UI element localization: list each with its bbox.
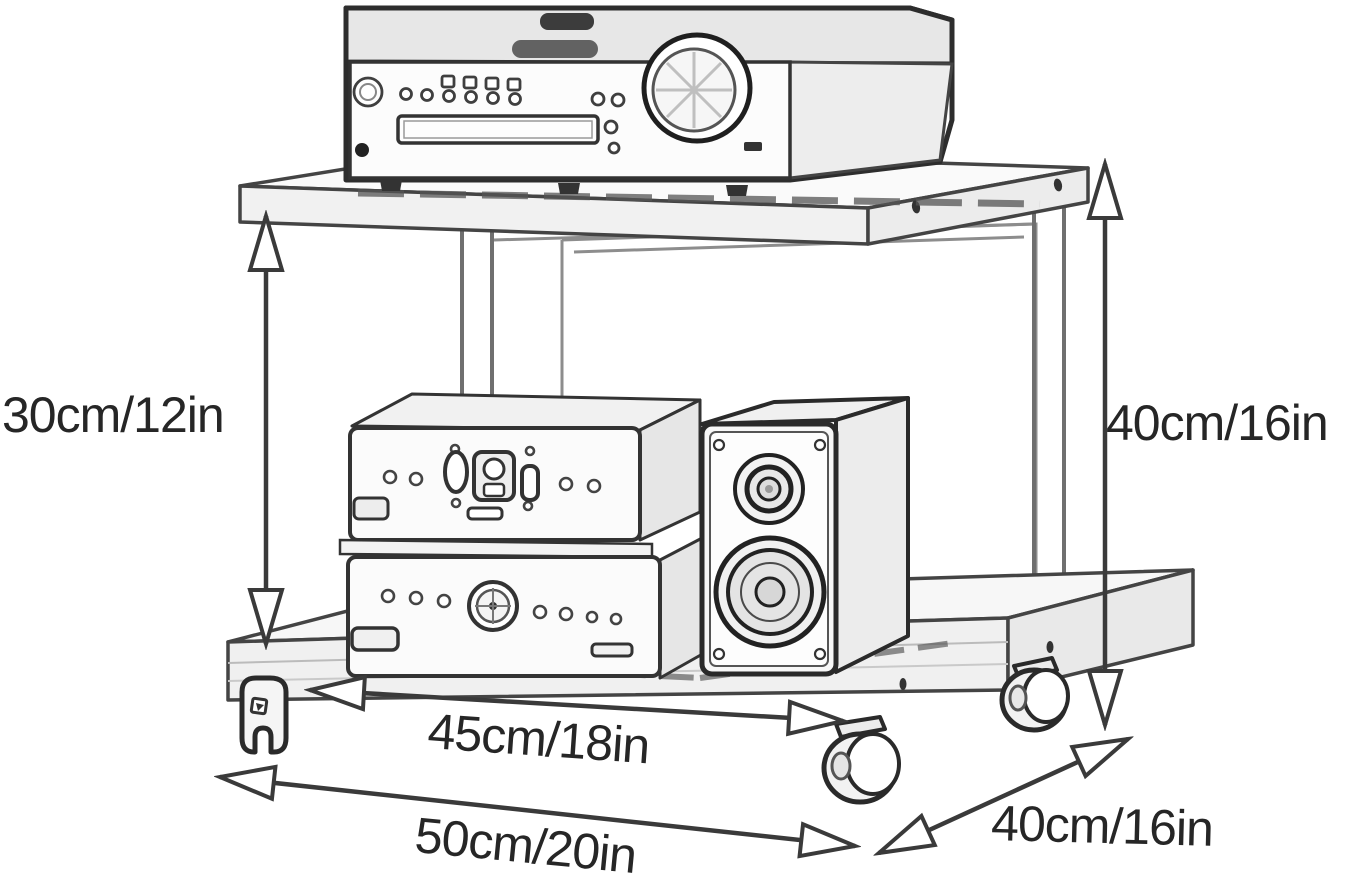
receiver-top-band bbox=[343, 5, 955, 67]
dimension-label-shelf-clearance: 30cm/12in bbox=[2, 387, 225, 443]
dimension-label-depth: 40cm/16in bbox=[990, 794, 1214, 857]
receiver-side-face bbox=[788, 60, 954, 180]
receiver-shadow-strip bbox=[357, 189, 1041, 208]
receiver-brand-logo bbox=[540, 13, 594, 30]
speaker-tweeter bbox=[733, 453, 805, 525]
receiver-feet bbox=[380, 180, 748, 196]
audio-component-lower bbox=[346, 534, 708, 680]
component-connector-cluster bbox=[443, 450, 540, 521]
arrow-shelf-width bbox=[310, 690, 843, 721]
dimension-arrows bbox=[220, 164, 1128, 853]
component-upper-badge bbox=[352, 496, 390, 521]
bookshelf-speaker bbox=[699, 396, 910, 677]
right-front-caster-wheel bbox=[821, 715, 901, 805]
receiver-buttons bbox=[352, 74, 626, 155]
dimension-label-overall-height: 40cm/16in bbox=[1106, 395, 1329, 451]
arrow-depth bbox=[879, 739, 1128, 853]
headphone-jack bbox=[355, 143, 369, 157]
component-lower-badge bbox=[350, 626, 400, 652]
speaker-corner-screws bbox=[712, 438, 827, 661]
receiver-display bbox=[396, 114, 600, 145]
arrow-overall-width bbox=[220, 777, 855, 846]
component-divider-board bbox=[338, 538, 654, 559]
left-front-caster-wheel bbox=[239, 675, 289, 755]
stereo-receiver-illustration bbox=[343, 5, 955, 196]
receiver-badge bbox=[744, 142, 762, 151]
audio-component-upper bbox=[348, 392, 702, 542]
volume-knob bbox=[641, 32, 753, 144]
component-lower-badge-right bbox=[590, 642, 634, 658]
component-dial bbox=[467, 580, 519, 632]
speaker-woofer bbox=[713, 535, 827, 649]
back-right-caster-wheel bbox=[999, 656, 1070, 733]
receiver-model-text bbox=[512, 40, 598, 58]
